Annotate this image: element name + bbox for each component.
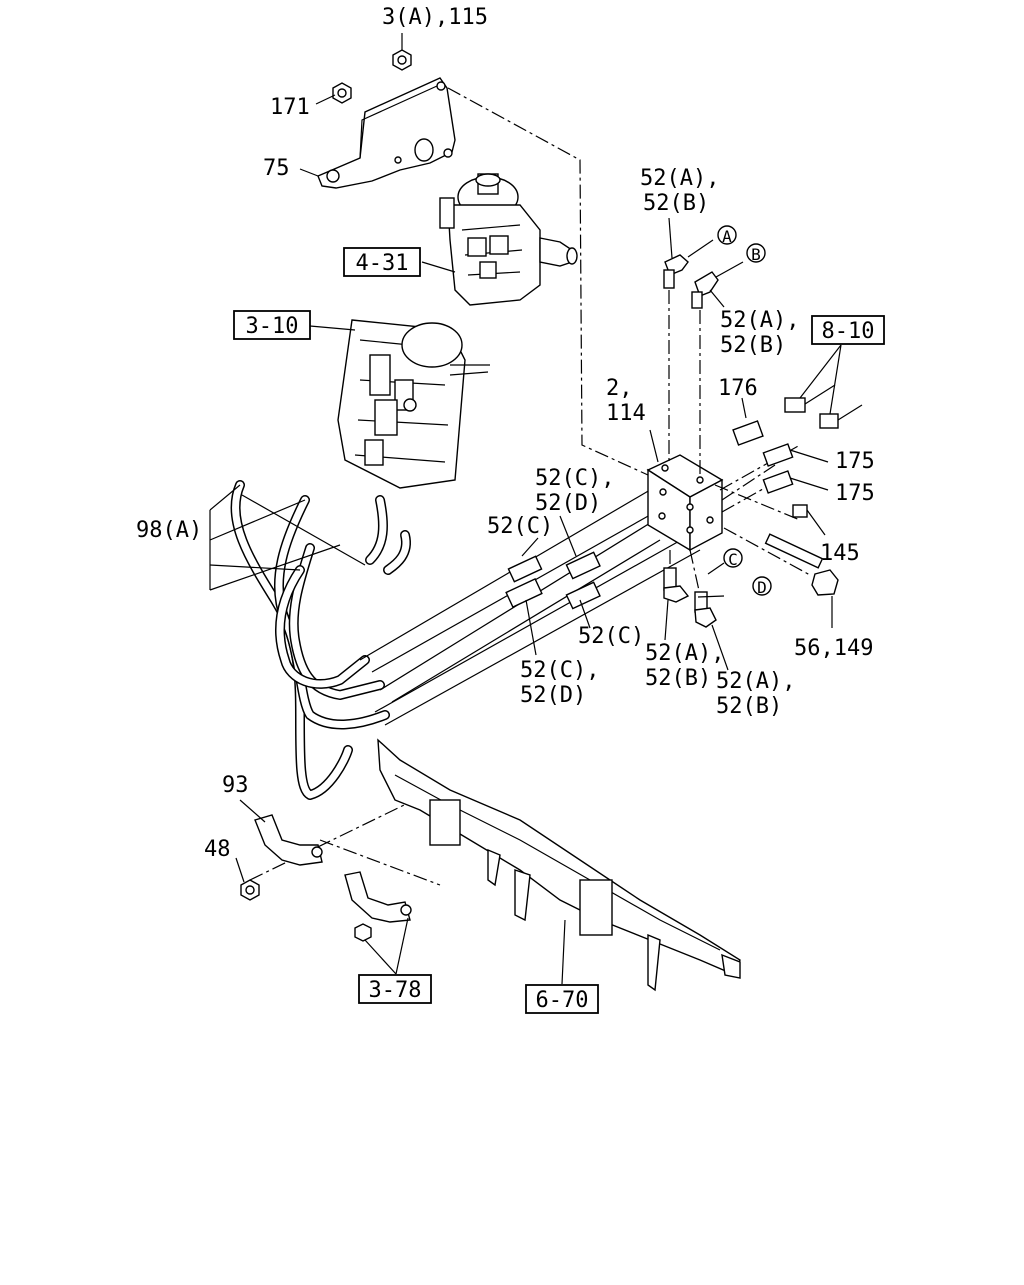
callout-2: 2,	[606, 376, 633, 401]
fitting-52b-top	[691, 271, 719, 309]
sensor-175-a	[762, 443, 794, 467]
callout-52ab-right-1: 52(A),	[720, 308, 799, 333]
callout-93: 93	[222, 773, 249, 798]
label-circle-c: C	[728, 550, 738, 569]
callout-98a: 98(A)	[136, 518, 202, 543]
pump-body	[439, 173, 578, 306]
label-circle-b: B	[751, 245, 761, 264]
ref-box-6-70: 6-70	[525, 984, 599, 1014]
ref-label-8-10: 8-10	[822, 319, 875, 344]
ref-box-8-10: 8-10	[811, 315, 885, 345]
callout-175-b: 175	[835, 481, 875, 506]
callout-3a-115: 3(A),115	[382, 5, 488, 30]
sensor-176	[732, 420, 764, 446]
callout-145: 145	[820, 541, 860, 566]
fuel-tubes	[230, 480, 411, 800]
nut-171	[332, 82, 352, 104]
fitting-52a-top	[663, 254, 689, 289]
mounting-bracket	[317, 77, 456, 189]
sensor-175-b	[762, 470, 794, 494]
fitting-52cd-mid	[565, 551, 601, 580]
injector-assembly	[337, 319, 490, 489]
circle-letter-c: C	[723, 548, 743, 569]
label-circle-a: A	[722, 227, 732, 246]
bolt-56	[764, 533, 839, 596]
callout-52cd-2: 52(D)	[535, 491, 601, 516]
frame-crossmember	[377, 738, 741, 992]
circle-letter-b: B	[746, 243, 766, 264]
callout-175-a: 175	[835, 449, 875, 474]
ref-label-6-70: 6-70	[536, 988, 589, 1013]
callout-52ab-top-1: 52(A),	[640, 166, 719, 191]
fitting-52c-bot	[565, 581, 601, 610]
circle-letter-d: D	[752, 576, 772, 597]
label-circle-d: D	[757, 578, 767, 597]
callout-52cd-bot-1: 52(C),	[520, 658, 599, 683]
callout-52ab-bot-1: 52(A),	[645, 641, 724, 666]
leader-dashes	[249, 87, 811, 886]
ref-label-4-31: 4-31	[356, 251, 409, 276]
callout-75: 75	[263, 156, 290, 181]
callout-171: 171	[270, 95, 310, 120]
fitting-52ab-bot-left	[663, 567, 690, 603]
fitting-52cd-bot	[505, 578, 543, 608]
bracket-93	[254, 814, 323, 866]
circle-letter-a: A	[717, 225, 737, 246]
nut-48	[240, 879, 260, 901]
callout-52cd-1: 52(C),	[535, 466, 614, 491]
callout-114: 114	[606, 401, 646, 426]
bracket-3-78	[344, 871, 412, 942]
distribution-block	[646, 454, 724, 552]
ref-box-4-31: 4-31	[343, 247, 421, 277]
callout-56-149: 56,149	[794, 636, 873, 661]
ref-label-3-78: 3-78	[369, 978, 422, 1003]
callout-48: 48	[204, 837, 231, 862]
nut-3a	[392, 49, 412, 71]
callout-52ab-bot-4: 52(B)	[716, 694, 782, 719]
callout-52ab-top-2: 52(B)	[643, 191, 709, 216]
ref-label-3-10: 3-10	[246, 314, 299, 339]
callout-52c-mid: 52(C)	[578, 624, 644, 649]
callout-176: 176	[718, 376, 758, 401]
connector-8-10	[784, 384, 863, 429]
callout-52ab-right-2: 52(B)	[720, 333, 786, 358]
ref-box-3-78: 3-78	[358, 974, 432, 1004]
fitting-52c-left	[507, 555, 543, 583]
callout-52c-left: 52(C)	[487, 514, 553, 539]
ref-box-3-10: 3-10	[233, 310, 311, 340]
leader-lines	[209, 33, 842, 985]
plug-145	[792, 504, 808, 518]
callout-52cd-bot-2: 52(D)	[520, 683, 586, 708]
callout-52ab-bot-2: 52(B)	[645, 666, 711, 691]
callout-52ab-bot-3: 52(A),	[716, 669, 795, 694]
